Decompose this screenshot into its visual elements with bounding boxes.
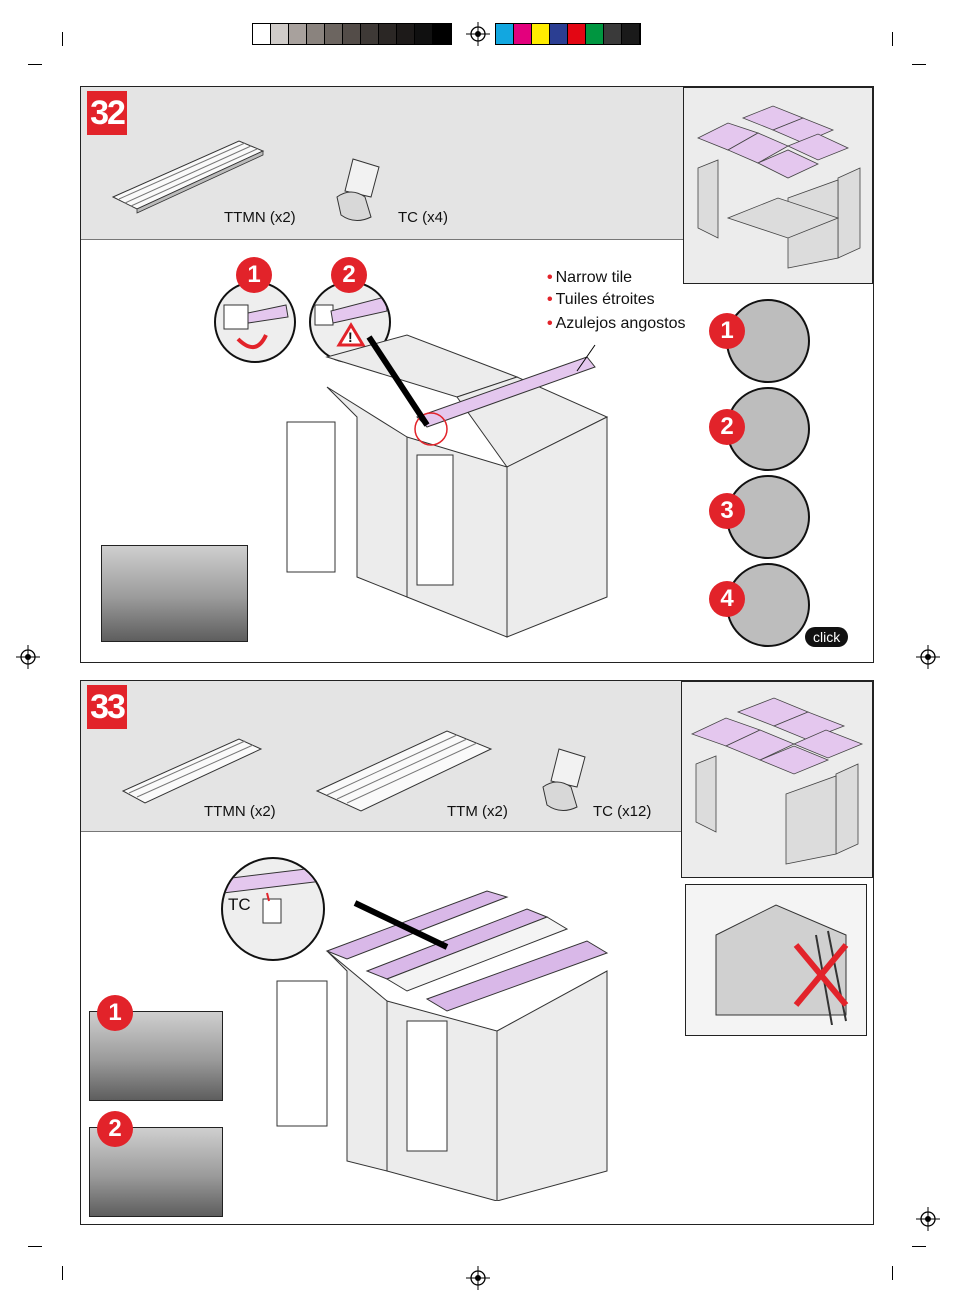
detail-badge-2: 2 xyxy=(331,257,367,293)
part-label-ttmn: TTMN (x2) xyxy=(224,209,296,226)
shed-roof-assembly-illustration xyxy=(267,881,687,1201)
narrow-tile-part-illustration xyxy=(121,733,271,813)
color-swatch xyxy=(550,24,568,44)
part-label-ttm: TTM (x2) xyxy=(447,803,508,820)
color-swatch xyxy=(307,24,325,44)
no-ladder-icon xyxy=(696,895,856,1025)
registration-mark-icon xyxy=(466,22,490,46)
crop-mark xyxy=(28,64,42,65)
step-number: 33 xyxy=(87,685,127,729)
no-ladder-warning-thumbnail xyxy=(685,884,867,1036)
color-swatch xyxy=(325,24,343,44)
sequence-badge-3: 3 xyxy=(709,493,745,529)
narrow-tile-part-illustration xyxy=(111,137,271,217)
step-32-panel: 32 TTMN (x2) TC (x4) xyxy=(80,86,874,663)
registration-mark-icon xyxy=(916,1207,940,1231)
sequence-badge-4: 4 xyxy=(709,581,745,617)
color-swatch xyxy=(289,24,307,44)
callout-label-tc: TC xyxy=(228,895,251,915)
color-swatch xyxy=(496,24,514,44)
crop-mark xyxy=(912,1246,926,1247)
color-swatch xyxy=(514,24,532,44)
note-text: Narrow tile xyxy=(556,269,632,286)
shed-overview-illustration xyxy=(688,98,868,273)
color-swatch xyxy=(532,24,550,44)
step-33-panel: 33 TTMN (x2) TTM (x2) TC (x12) xyxy=(80,680,874,1225)
tile-clip-part-illustration xyxy=(331,157,391,227)
color-swatch xyxy=(622,24,640,44)
crop-mark xyxy=(28,1246,42,1247)
note-narrow-tile-en: •Narrow tile xyxy=(547,269,632,287)
sequence-badge-1: 1 xyxy=(709,313,745,349)
color-swatch xyxy=(568,24,586,44)
crop-mark xyxy=(62,1266,63,1280)
overview-thumbnail xyxy=(681,681,873,878)
sequence-badge-2: 2 xyxy=(709,409,745,445)
shed-assembly-illustration xyxy=(277,327,667,639)
process-color-strip xyxy=(495,23,641,45)
step-number: 32 xyxy=(87,91,127,135)
color-swatch xyxy=(586,24,604,44)
click-label: click xyxy=(805,627,848,647)
registration-mark-icon xyxy=(916,645,940,669)
shed-overview-illustration xyxy=(686,692,868,867)
crop-mark xyxy=(62,32,63,46)
registration-mark-icon xyxy=(466,1266,490,1290)
part-label-ttmn: TTMN (x2) xyxy=(204,803,276,820)
tile-clip-part-illustration xyxy=(537,747,597,817)
color-swatch xyxy=(253,24,271,44)
photo-badge-1: 1 xyxy=(97,995,133,1031)
color-swatch xyxy=(271,24,289,44)
crop-mark xyxy=(892,32,893,46)
color-swatch xyxy=(343,24,361,44)
gray-color-strip xyxy=(252,23,452,45)
overview-thumbnail xyxy=(683,87,873,284)
color-swatch xyxy=(604,24,622,44)
installation-photo xyxy=(101,545,248,642)
color-swatch xyxy=(397,24,415,44)
note-text: Tuiles étroites xyxy=(556,291,655,308)
crop-mark xyxy=(892,1266,893,1280)
part-label-tc: TC (x4) xyxy=(398,209,448,226)
part-label-tc: TC (x12) xyxy=(593,803,651,820)
note-narrow-tile-fr: •Tuiles étroites xyxy=(547,291,655,309)
color-swatch xyxy=(361,24,379,44)
crop-mark xyxy=(912,64,926,65)
registration-mark-icon xyxy=(16,645,40,669)
color-swatch xyxy=(379,24,397,44)
color-swatch xyxy=(415,24,433,44)
color-swatch xyxy=(433,24,451,44)
photo-badge-2: 2 xyxy=(97,1111,133,1147)
detail-badge-1: 1 xyxy=(236,257,272,293)
